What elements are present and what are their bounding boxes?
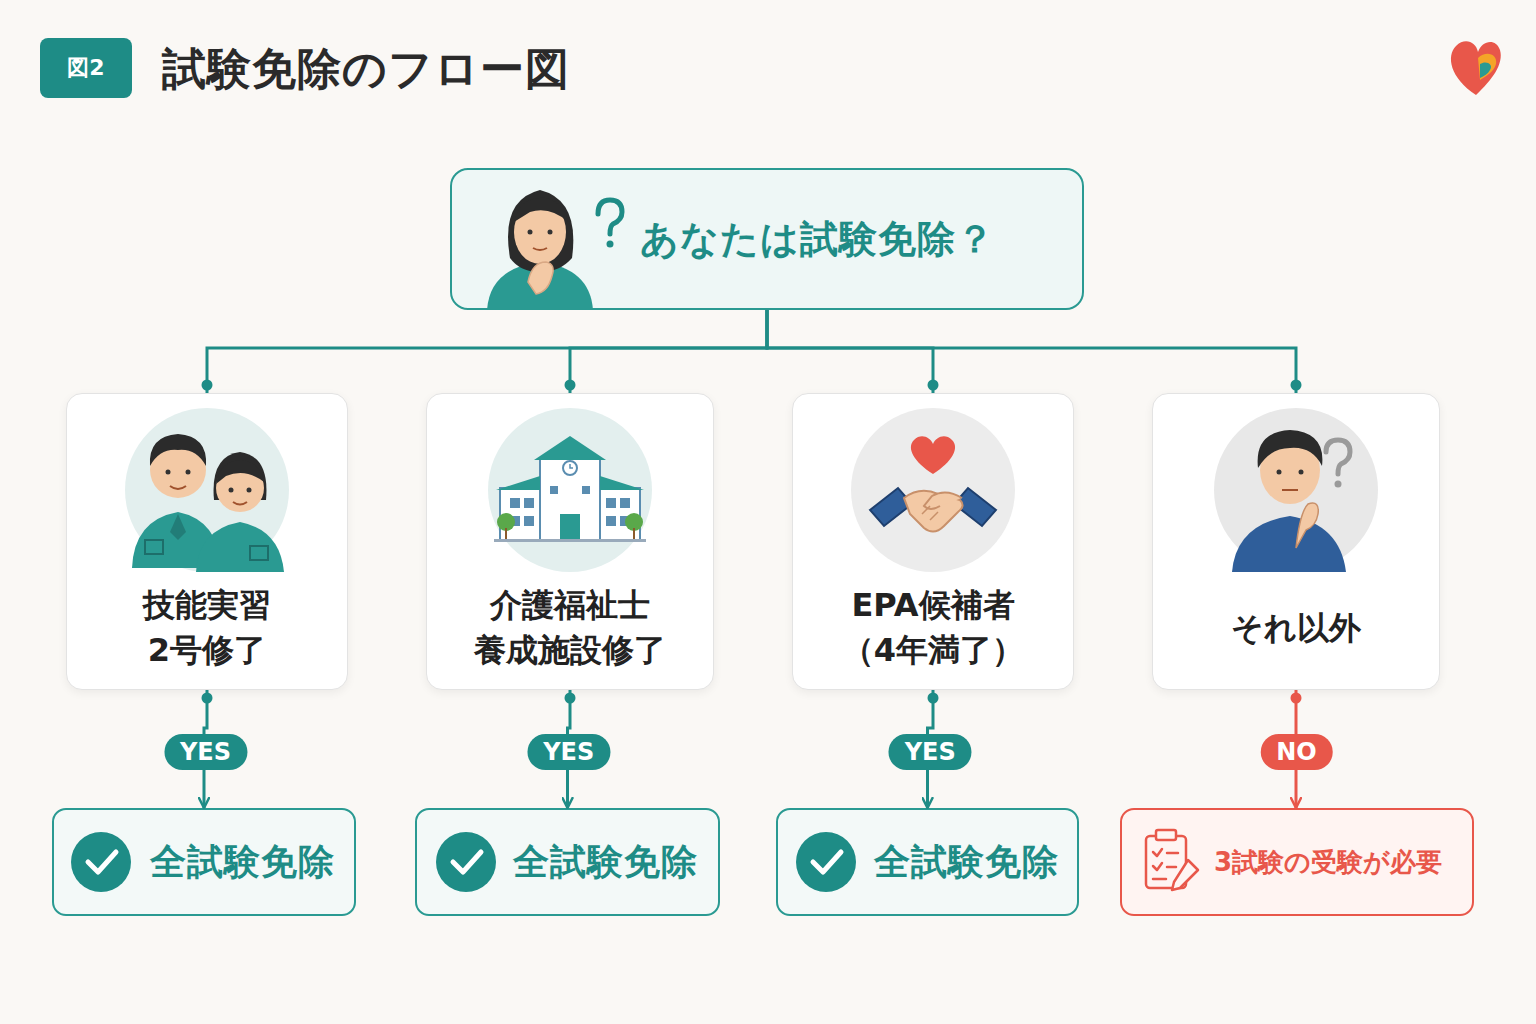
- connector-dot: [1291, 693, 1302, 704]
- connector-dot: [565, 380, 576, 391]
- flow-connector: [928, 690, 934, 808]
- flow-connector: [570, 310, 767, 393]
- connector-dot: [565, 693, 576, 704]
- option-card: それ以外: [1152, 393, 1440, 690]
- clipboard-icon: [1146, 830, 1198, 890]
- connector-dot: [202, 380, 213, 391]
- connector-dot: [928, 693, 939, 704]
- flow-connector: [204, 690, 207, 808]
- workers-icon: [125, 408, 289, 572]
- node-text: 全試験免除: [150, 810, 350, 914]
- diagram-title: 試験免除のフロー図: [162, 40, 570, 99]
- flow-connector: [767, 310, 1296, 393]
- node-text: 全試験免除: [513, 810, 713, 914]
- edge-label: YES: [164, 734, 247, 770]
- option-card: 技能実習 2号修了: [66, 393, 348, 690]
- connector-dot: [202, 693, 213, 704]
- figure-badge: 図2: [40, 38, 132, 98]
- edge-label: NO: [1260, 734, 1333, 770]
- flow-connector: [767, 310, 933, 393]
- flow-connector: [568, 690, 571, 808]
- node-text: 介護福祉士 養成施設修了: [427, 582, 713, 674]
- edge-label: YES: [889, 734, 972, 770]
- connector-dot: [928, 380, 939, 391]
- result-box: 全試験免除: [776, 808, 1079, 916]
- node-text: 技能実習 2号修了: [67, 582, 347, 674]
- node-text: 3試験の受験が必要: [1214, 810, 1469, 914]
- school-icon: [488, 408, 652, 572]
- node-text: 図2: [40, 38, 132, 98]
- thinking-woman: [487, 190, 622, 310]
- flow-connector: [1295, 690, 1298, 808]
- node-text: 全試験免除: [874, 810, 1074, 914]
- option-card: 介護福祉士 養成施設修了: [426, 393, 714, 690]
- handshake-icon: [851, 408, 1015, 572]
- check-icon: [71, 832, 856, 892]
- result-box: 全試験免除: [52, 808, 356, 916]
- flow-connector: [207, 310, 767, 393]
- node-text: EPA候補者 （4年満了）: [793, 582, 1073, 674]
- result-box: 3試験の受験が必要: [1120, 808, 1474, 916]
- option-card: EPA候補者 （4年満了）: [792, 393, 1074, 690]
- logo-mark: [1451, 41, 1501, 95]
- thinking-man: [1214, 408, 1378, 572]
- edge-label: YES: [527, 734, 610, 770]
- node-text: あなたは試験免除？: [640, 170, 1080, 308]
- question-box: あなたは試験免除？: [450, 168, 1084, 310]
- result-box: 全試験免除: [415, 808, 720, 916]
- connector-dot: [1291, 380, 1302, 391]
- node-text: それ以外: [1153, 582, 1439, 674]
